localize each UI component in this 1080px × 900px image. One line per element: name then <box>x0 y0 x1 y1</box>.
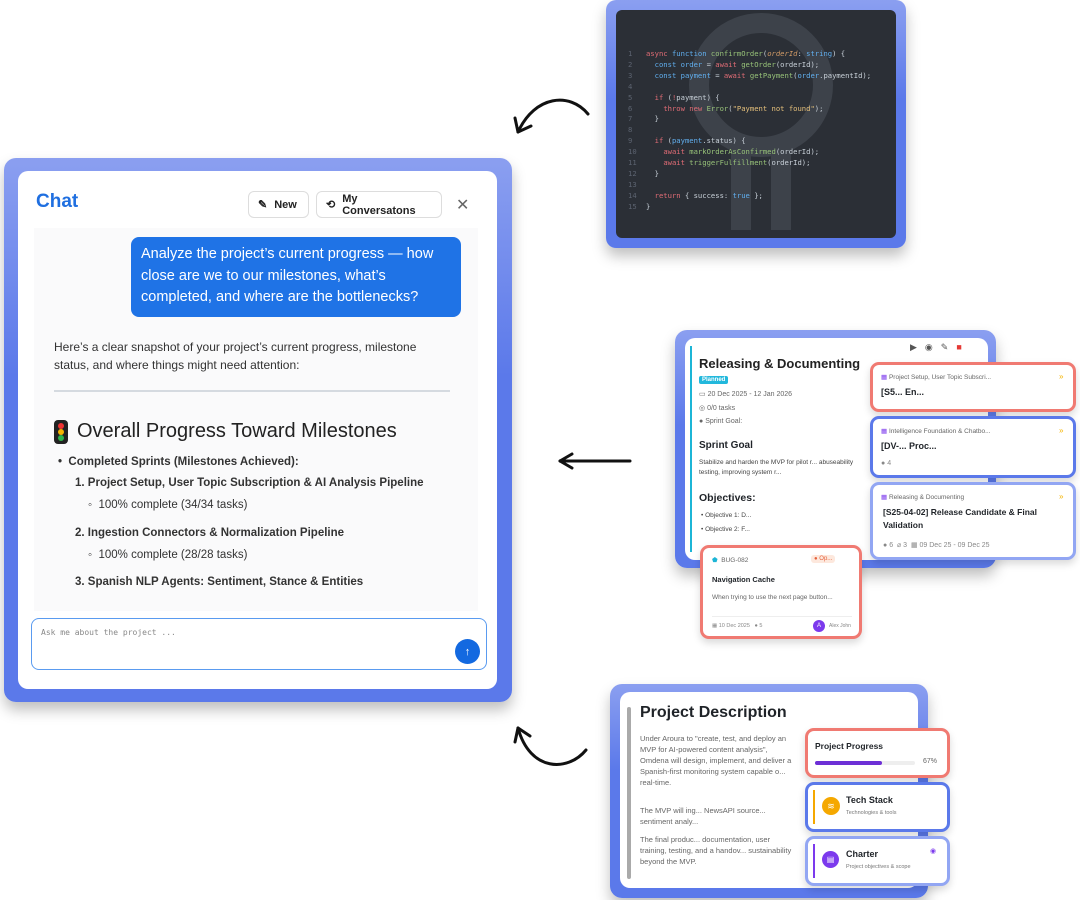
new-chat-button[interactable]: ✎New <box>248 191 309 218</box>
history-icon: ⟲ <box>326 199 336 211</box>
comment-count: ● 4 <box>881 460 892 467</box>
eye-icon[interactable]: ◉ <box>924 342 933 352</box>
send-button[interactable]: ↑ <box>455 639 480 664</box>
edit-icon: ✎ <box>258 199 268 211</box>
bug-description: When trying to use the next page button.… <box>712 594 833 601</box>
chat-input-placeholder: Ask me about the project ... <box>41 628 176 637</box>
sprint-tasks: ◎ 0/0 tasks <box>699 405 736 412</box>
priority-icon: » <box>1059 426 1064 435</box>
user-message: Analyze the project’s current progress —… <box>131 237 461 317</box>
avatar: A <box>813 620 825 632</box>
project-progress-card: Project Progress 67% <box>805 728 950 778</box>
objective-item: • Objective 2: F... <box>701 526 750 533</box>
sprint-dates: ▭ 20 Dec 2025 - 12 Jan 2026 <box>699 391 793 398</box>
objectives-heading: Objectives: <box>699 492 756 504</box>
sprint-detail: ◦ 100% complete (34/34 tasks) <box>88 499 248 511</box>
tech-stack-card[interactable]: ≋ Tech Stack Technologies & tools <box>805 782 950 832</box>
status-badge: Planned <box>699 376 729 384</box>
arrow-code-to-chat <box>516 98 590 134</box>
bug-card[interactable]: ⬟ BUG-082 ● Op... Navigation Cache When … <box>700 545 862 639</box>
my-conversations-button[interactable]: ⟲My Conversatons <box>316 191 442 218</box>
task-card[interactable]: ▦ Project Setup, User Topic Subscri... »… <box>870 362 1076 412</box>
github-logo-icon <box>689 13 833 230</box>
goal-text: Stabilize and harden the MVP for pilot r… <box>699 459 854 476</box>
sprint-goal-label: ● Sprint Goal: <box>699 418 743 425</box>
task-meta: ● 6 ⌀ 3 ▦ 09 Dec 25 - 09 Dec 25 <box>883 542 990 549</box>
layers-icon: ≋ <box>822 797 840 815</box>
project-paragraph: The MVP will ing... NewsAPI source... se… <box>640 806 766 826</box>
response-intro: Here’s a clear snapshot of your project’… <box>54 340 417 372</box>
charter-card[interactable]: ▤ Charter Project objectives & scope ◉ <box>805 836 950 886</box>
task-card[interactable]: ▦ Intelligence Foundation & Chatbo... » … <box>870 416 1076 478</box>
response-heading: Overall Progress Toward Milestones <box>77 420 397 442</box>
chat-input[interactable]: Ask me about the project ... <box>31 618 487 670</box>
project-title: Project Description <box>640 704 787 721</box>
project-paragraph: The final produc... documentation, user … <box>640 835 792 866</box>
trash-icon[interactable]: ■ <box>956 342 962 352</box>
sprint-detail: ◦ 100% complete (28/28 tasks) <box>88 549 248 561</box>
project-paragraph: Under Aroura to "create, test, and deplo… <box>640 734 792 787</box>
objective-item: • Objective 1: D... <box>701 512 752 519</box>
document-icon: ▤ <box>822 851 839 868</box>
eye-icon[interactable]: ◉ <box>930 848 937 855</box>
bug-title: Navigation Cache <box>712 575 775 584</box>
status-badge: ● Op... <box>811 555 836 563</box>
assignee: Alex John <box>829 623 851 629</box>
sprint-item: 2. Ingestion Connectors & Normalization … <box>75 527 345 539</box>
chat-title: Chat <box>36 191 79 212</box>
sprint-item: 1. Project Setup, User Topic Subscriptio… <box>75 477 424 489</box>
traffic-light-icon <box>54 420 68 444</box>
close-icon[interactable]: ✕ <box>456 197 470 214</box>
progress-text: 67% <box>923 758 938 765</box>
sprint-item: 3. Spanish NLP Agents: Sentiment, Stance… <box>75 576 364 588</box>
arrow-up-icon: ↑ <box>464 645 471 658</box>
task-title: [S25-04-02] Release Candidate & Final Va… <box>883 507 1038 530</box>
edit-icon[interactable]: ✎ <box>940 342 949 352</box>
goal-heading: Sprint Goal <box>699 440 753 451</box>
priority-icon: » <box>1059 372 1064 381</box>
calendar-icon: ▦ <box>881 494 888 501</box>
task-title: [S5... En... <box>881 387 925 397</box>
bug-meta: ▦ 10 Dec 2025 ● 5 <box>712 623 763 629</box>
calendar-icon: ▦ <box>881 374 888 381</box>
arrow-project-to-chat <box>516 726 588 766</box>
priority-icon: » <box>1059 492 1064 501</box>
divider <box>54 390 450 392</box>
progress-bar <box>815 761 915 765</box>
calendar-icon: ▦ <box>881 428 888 435</box>
shield-icon: ⬟ <box>712 557 718 564</box>
play-icon[interactable]: ▶ <box>910 342 917 352</box>
sprint-actions: ▶ ◉ ✎ ■ <box>910 342 962 353</box>
task-title: [DV-... Proc... <box>881 441 937 451</box>
sprint-title: Releasing & Documenting <box>699 356 861 371</box>
progress-fill <box>815 761 882 765</box>
completed-sprints-bullet: • Completed Sprints (Milestones Achieved… <box>58 456 299 468</box>
task-card[interactable]: ▦ Releasing & Documenting » [S25-04-02] … <box>870 482 1076 560</box>
